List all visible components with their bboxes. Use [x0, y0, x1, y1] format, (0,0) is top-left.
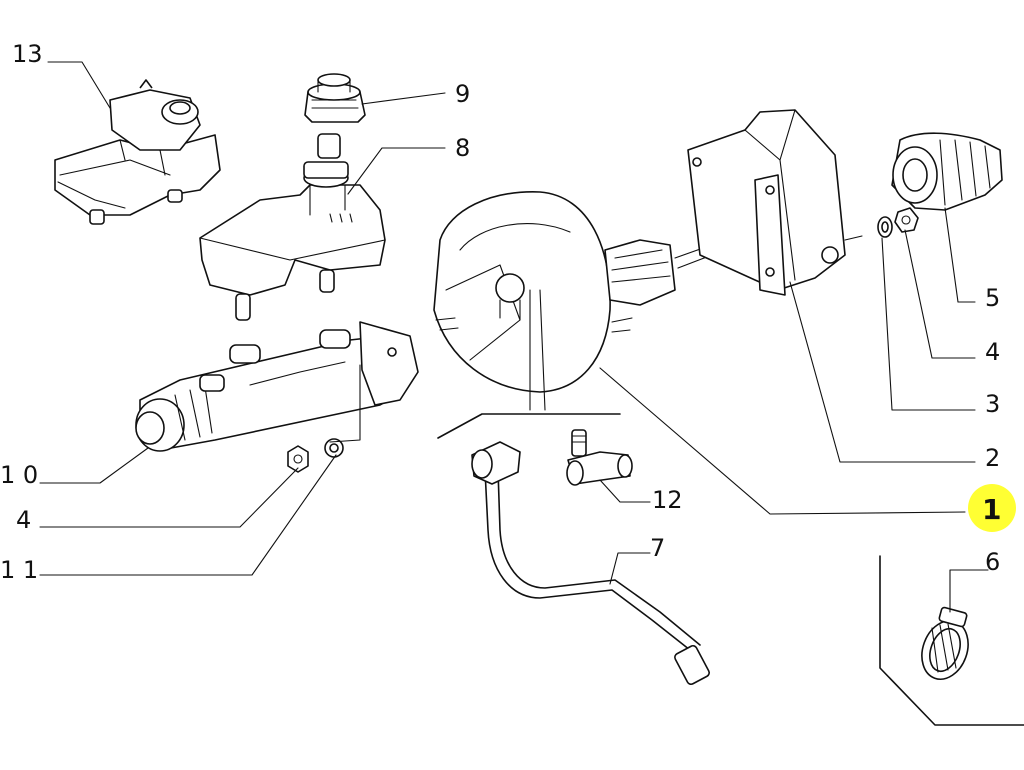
part-13-reservoir-bracket: [54, 79, 221, 225]
callout-11: 1 1: [0, 556, 38, 584]
part-8-reservoir: [199, 161, 386, 321]
callout-6: 6: [985, 548, 1000, 576]
callout-9: 9: [455, 80, 470, 108]
part-4-nut-right: [894, 207, 919, 233]
part-4-nut-left: [287, 445, 309, 473]
bracket-line-left: [329, 364, 361, 443]
callout-1: 1: [982, 493, 1001, 526]
callout-labels: 13 9 8 1 0 4 1 1 12 7 1 2 3 4 5 6: [0, 40, 1016, 584]
section-divider-line: [437, 413, 621, 439]
callout-12: 12: [652, 486, 683, 514]
callout-8: 8: [455, 134, 470, 162]
part-10-master-cylinder: [135, 321, 419, 452]
part-2-bracket: [687, 109, 863, 296]
part-6-hose-clamp: [921, 606, 969, 680]
part-9-reservoir-cap: [304, 73, 366, 159]
part-5-boot: [891, 132, 1003, 211]
callout-7: 7: [650, 534, 665, 562]
callout-13: 13: [12, 40, 43, 68]
corner-frame-line: [879, 555, 1024, 726]
part-7-vacuum-hose: [471, 441, 710, 686]
callout-3: 3: [985, 390, 1000, 418]
part-12-connector: [566, 429, 633, 486]
callout-2: 2: [985, 444, 1000, 472]
callout-1-highlight: [968, 484, 1016, 532]
callout-4-left: 4: [16, 506, 31, 534]
part-3-washer: [877, 216, 893, 238]
callout-4-right: 4: [985, 338, 1000, 366]
callout-5: 5: [985, 284, 1000, 312]
callout-10: 1 0: [0, 461, 38, 489]
part-11-washer: [324, 438, 344, 458]
part-1-brake-servo: [433, 191, 726, 411]
leader-lines: [39, 61, 989, 613]
